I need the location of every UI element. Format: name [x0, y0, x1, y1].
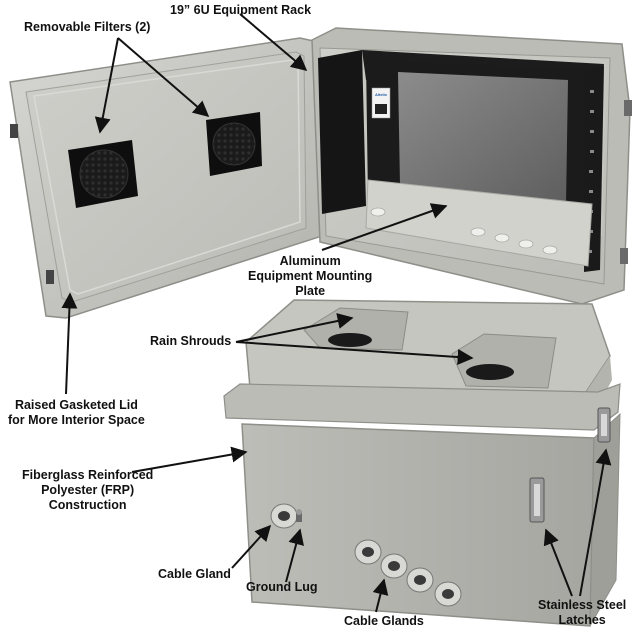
label-removable-filters: Removable Filters (2) — [24, 20, 151, 34]
arrow-icon — [231, 524, 272, 569]
arrow-icon — [94, 37, 119, 134]
callout-arrows — [61, 13, 612, 613]
label-stainless-latches: Stainless Steel Latches — [538, 598, 627, 627]
product-tag: Altelix — [371, 87, 391, 119]
ground-lug — [296, 509, 302, 522]
arrow-icon — [131, 446, 248, 473]
latch-icon — [624, 100, 632, 116]
cable-gland — [380, 553, 408, 579]
frp-body — [241, 423, 595, 627]
rain-shroud — [451, 333, 557, 389]
cable-gland — [354, 539, 382, 565]
cable-gland — [406, 567, 434, 593]
closed-enclosure — [223, 299, 621, 627]
display-screen — [398, 72, 568, 204]
cable-gland — [270, 503, 298, 529]
arrow-icon — [543, 528, 573, 597]
mounting-plate — [365, 179, 593, 267]
latch-icon — [529, 477, 545, 523]
arrow-icon — [235, 341, 474, 366]
raised-lid — [245, 299, 611, 399]
arrow-icon — [579, 448, 612, 597]
cable-gland — [434, 581, 462, 607]
hinge-icon — [10, 124, 18, 138]
hinge-icon — [46, 270, 54, 284]
arrow-icon — [239, 13, 308, 72]
label-frp-construction: Fiberglass Reinforced Polyester (FRP) Co… — [22, 468, 154, 512]
label-mounting-plate: Aluminum Equipment Mounting Plate — [248, 254, 373, 298]
arrow-icon — [235, 313, 354, 343]
label-raised-lid: Raised Gasketed Lid for More Interior Sp… — [8, 398, 145, 427]
svg-text:Altelix: Altelix — [375, 92, 388, 97]
arrow-icon — [372, 578, 389, 613]
filter-fan-icon — [206, 112, 262, 176]
latch-icon — [620, 248, 628, 264]
arrow-icon — [285, 528, 304, 583]
label-rain-shrouds: Rain Shrouds — [150, 334, 232, 348]
label-ground-lug: Ground Lug — [246, 580, 318, 594]
filter-fan-icon — [68, 140, 138, 208]
arrow-icon — [321, 203, 448, 251]
label-cable-gland: Cable Gland — [158, 567, 231, 581]
arrow-icon — [117, 37, 210, 118]
arrow-icon — [61, 292, 78, 395]
enclosure-door — [9, 37, 323, 319]
rain-shroud — [303, 307, 409, 351]
label-equipment-rack: 19” 6U Equipment Rack — [170, 3, 312, 17]
label-cable-glands: Cable Glands — [344, 614, 424, 628]
latch-icon — [597, 407, 611, 443]
